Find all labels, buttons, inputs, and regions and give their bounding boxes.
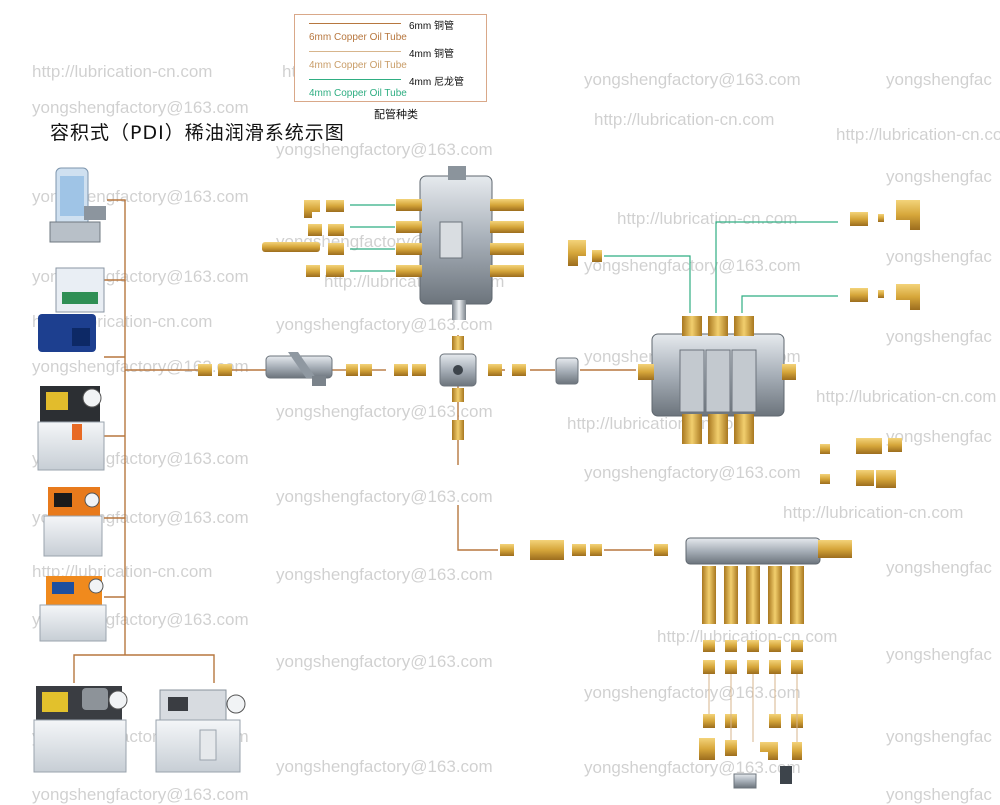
pump-6-electric-unit: [33, 686, 128, 773]
manifold-outlet-rods: [702, 566, 804, 624]
legend-label-cn: 6mm 铜管: [409, 21, 454, 32]
pipe-network: [73, 199, 652, 683]
cross-junction-block: [439, 353, 477, 387]
pump-4-electric-unit: [43, 487, 103, 557]
outlet-tubes: [350, 204, 838, 313]
nylon-tube: [604, 255, 691, 313]
legend-line-6mm-copper: [309, 23, 401, 24]
pump-3-electric-unit: [37, 386, 105, 471]
distributor-outlet: [396, 199, 524, 277]
nylon-tube: [741, 295, 838, 313]
manifold-block-lower: [685, 537, 852, 789]
legend-label-en: 4mm Copper Oil Tube: [309, 88, 407, 99]
pump-1-grease-cartridge: [49, 167, 106, 243]
y-strainer-filter: [265, 352, 333, 386]
upper-outlet-fittings: [262, 200, 344, 277]
bottom-pump-pipe: [73, 654, 215, 683]
right-outlet-fittings: [568, 200, 920, 488]
diagram-title: 容积式（PDI）稀油润滑系统示图: [50, 122, 345, 144]
manifold-outlet-nuts: [699, 640, 803, 789]
legend-label-cn: 4mm 铜管: [409, 49, 454, 60]
legend-label-en: 6mm Copper Oil Tube: [309, 32, 407, 43]
lower-branch-pipe: [457, 505, 498, 551]
legend-caption: 配管种类: [374, 108, 418, 121]
legend-label-cn: 4mm 尼龙管: [409, 77, 464, 88]
legend-label-en: 4mm Copper Oil Tube: [309, 60, 407, 71]
pump-7-electric-unit: [155, 689, 246, 773]
distributor-block-right: [638, 316, 796, 444]
brass-fitting-pair: [198, 364, 232, 376]
pump-2-electric-unit: [38, 267, 105, 352]
nylon-tube: [715, 221, 838, 313]
brass-fitting-pair: [452, 336, 526, 440]
brass-fitting-pair: [346, 364, 426, 376]
distributor-block-upper: [396, 166, 524, 320]
legend-line-4mm-nylon: [309, 79, 401, 80]
pipe-type-legend: 6mm 铜管 6mm Copper Oil Tube 4mm 铜管 4mm Co…: [294, 14, 487, 102]
pump-manifold-pipe: [107, 199, 126, 655]
legend-line-4mm-copper: [309, 51, 401, 52]
pump-5-electric-unit: [39, 576, 107, 642]
lower-branch-fittings: [500, 540, 668, 560]
pipe-clamp: [555, 357, 579, 385]
